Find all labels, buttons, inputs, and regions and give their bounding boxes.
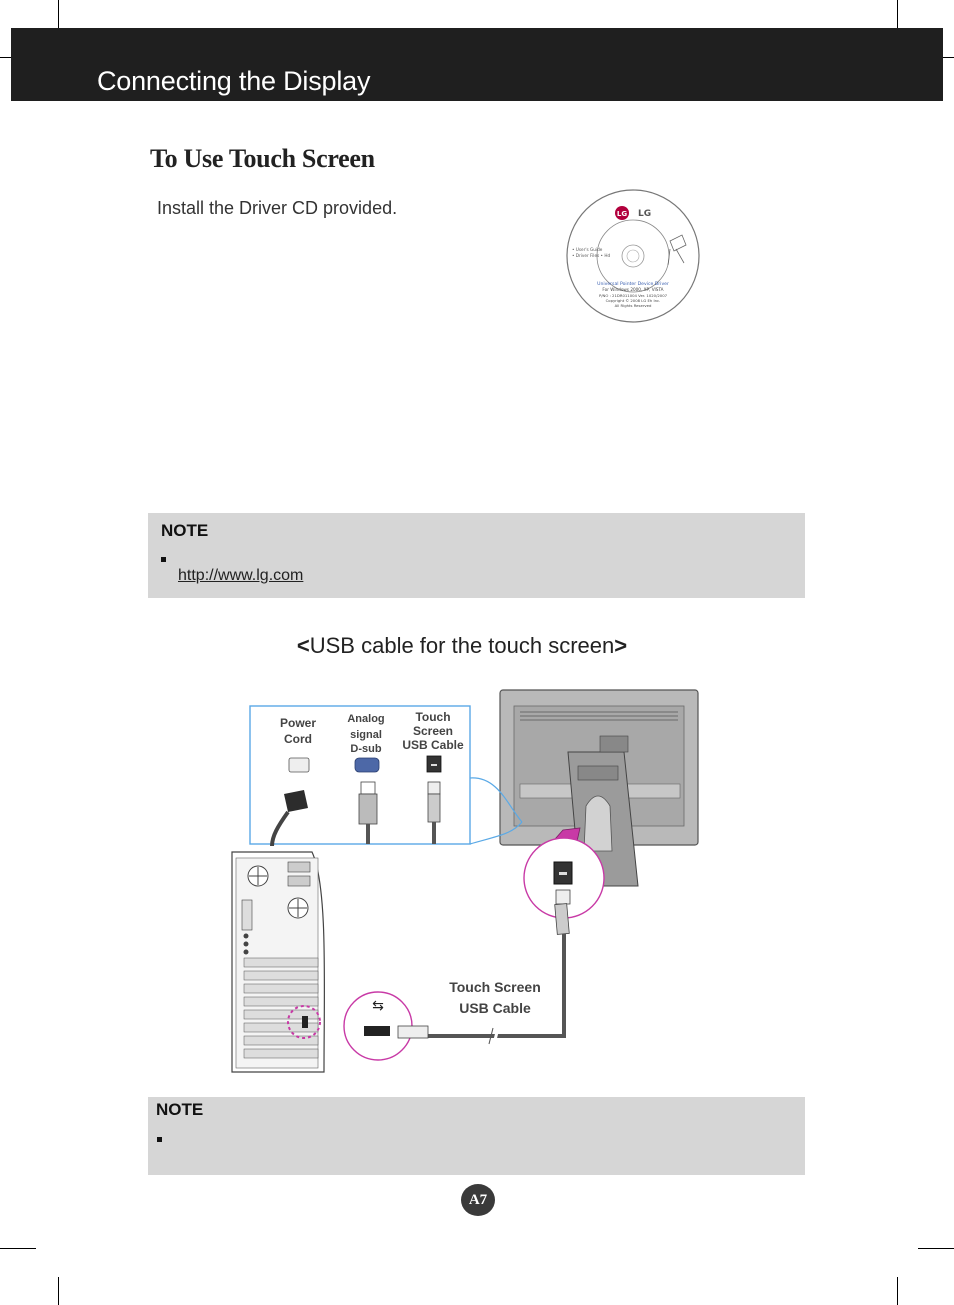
port-label-touch: Touch — [415, 710, 450, 724]
note-bullet — [161, 557, 166, 562]
power-port-icon — [288, 757, 310, 773]
port-label-power: Power — [280, 716, 316, 730]
dsub-port-icon — [354, 757, 380, 773]
svg-text:LG: LG — [617, 210, 627, 218]
caption-text: USB cable for the touch screen — [309, 633, 615, 658]
cable-label: Touch Screen — [449, 979, 541, 995]
driver-cd-image: LG LG • User's Guide • Driver Files • Hd… — [566, 189, 700, 323]
connection-diagram: Power Cord Analog signal D-sub Touch Scr… — [231, 689, 699, 1073]
page-number: A7 — [461, 1184, 495, 1216]
cd-label: All Rights Reserved — [615, 303, 652, 308]
caption-open-bracket: < — [296, 633, 310, 658]
crop-mark — [943, 57, 954, 58]
cd-label: Copyright © 2008 LG Eh Inc. — [606, 298, 661, 303]
cable-label: USB Cable — [459, 1000, 531, 1016]
header-bar: Connecting the Display — [11, 28, 943, 101]
note-box: NOTE — [148, 1097, 805, 1175]
diagram-caption: <USB cable for the touch screen> — [0, 633, 924, 659]
note-box: NOTE http://www.lg.com — [148, 513, 805, 598]
crop-mark — [897, 1277, 898, 1305]
port-label-analog: Analog — [347, 713, 384, 725]
usb-port-zoom — [523, 837, 605, 935]
cd-line: • User's Guide — [572, 247, 603, 252]
pc-tower — [231, 851, 326, 1073]
crop-mark — [897, 0, 898, 28]
section-title: To Use Touch Screen — [150, 144, 375, 173]
crop-mark — [918, 1248, 954, 1249]
note-title: NOTE — [161, 521, 209, 540]
port-label-touch: USB Cable — [402, 738, 464, 752]
port-inset: Power Cord Analog signal D-sub Touch Scr… — [249, 705, 523, 847]
cd-label: For Windows 2000, XP, VISTA — [602, 287, 663, 292]
note-title: NOTE — [156, 1100, 204, 1119]
intro-text: Install the Driver CD provided. — [157, 198, 398, 218]
note-bullet — [157, 1137, 162, 1142]
cd-label: Universal Pointer Device Driver — [597, 281, 669, 287]
port-label-power: Cord — [284, 732, 312, 746]
usb-cable — [428, 934, 566, 1038]
pc-usb-zoom: ⇆ — [343, 991, 429, 1061]
cd-line: • Driver Files • Hd — [572, 253, 610, 258]
crop-mark — [58, 1277, 59, 1305]
cd-label: P/NO : 21DR011004 Ver. 1020/2007 — [599, 293, 668, 298]
page-header-title: Connecting the Display — [97, 66, 371, 96]
svg-text:⇆: ⇆ — [372, 998, 384, 1014]
crop-mark — [58, 0, 59, 28]
lg-website-link[interactable]: http://www.lg.com — [178, 567, 304, 584]
caption-close-bracket: > — [614, 633, 628, 658]
crop-mark — [0, 1248, 36, 1249]
port-label-analog: signal — [350, 729, 382, 741]
cd-brand: LG — [638, 209, 651, 219]
port-label-touch: Screen — [413, 724, 453, 738]
crop-mark — [0, 57, 11, 58]
port-label-analog: D-sub — [350, 743, 381, 755]
